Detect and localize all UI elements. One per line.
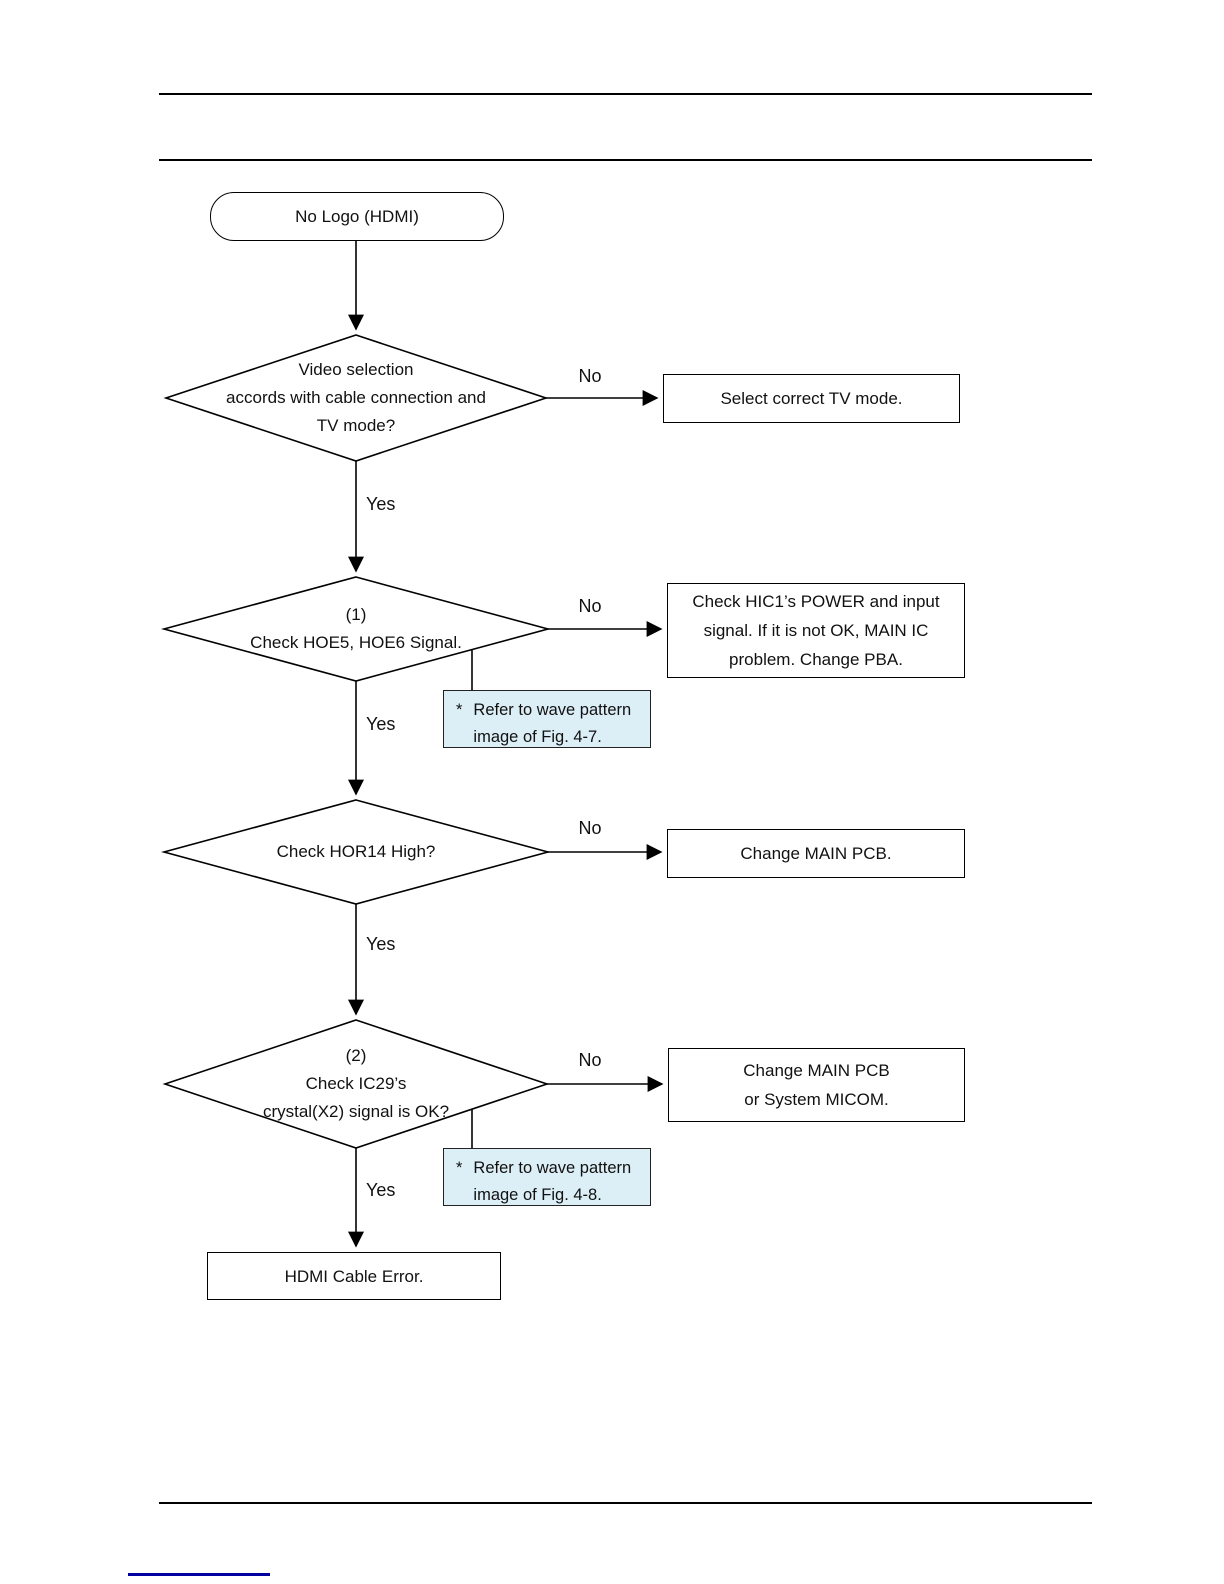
start-node: No Logo (HDMI) — [210, 192, 504, 241]
start-node-label: No Logo (HDMI) — [295, 206, 419, 226]
end-node-label: HDMI Cable Error. — [284, 1266, 424, 1286]
header-rule-bottom — [159, 159, 1092, 161]
decision-hoe5-hoe6-label: (1) Check HOE5, HOE6 Signal. — [250, 605, 462, 652]
yes-label-3: Yes — [366, 934, 396, 954]
action-change-pcb-or-micom: Change MAIN PCB or System MICOM. — [668, 1048, 965, 1122]
footer-link-underline[interactable] — [128, 1573, 270, 1576]
asterisk-icon: * — [456, 701, 463, 719]
action-check-hic1: Check HIC1’s POWER and input signal. If … — [667, 583, 965, 678]
no-label-2: No — [578, 596, 602, 616]
decision-hor14-label: Check HOR14 High? — [276, 842, 436, 861]
action-select-tv-mode: Select correct TV mode. — [663, 374, 960, 423]
yes-label-4: Yes — [366, 1180, 396, 1200]
header-rule-top — [159, 93, 1092, 95]
note-fig-4-8: * Refer to wave pattern image of Fig. 4-… — [443, 1148, 651, 1206]
end-node: HDMI Cable Error. — [207, 1252, 501, 1300]
no-label-3: No — [578, 818, 602, 838]
no-label-1: No — [578, 366, 602, 386]
no-label-4: No — [578, 1050, 602, 1070]
decision-ic29-crystal-label: (2) Check IC29’s crystal(X2) signal is O… — [262, 1046, 450, 1121]
asterisk-icon: * — [456, 1159, 463, 1177]
decision-video-selection-label: Video selection accords with cable conne… — [226, 360, 486, 435]
footer-rule — [159, 1502, 1092, 1504]
yes-label-2: Yes — [366, 714, 396, 734]
yes-label-1: Yes — [366, 494, 396, 514]
note-fig-4-7: * Refer to wave pattern image of Fig. 4-… — [443, 690, 651, 748]
action-change-main-pcb: Change MAIN PCB. — [667, 829, 965, 878]
